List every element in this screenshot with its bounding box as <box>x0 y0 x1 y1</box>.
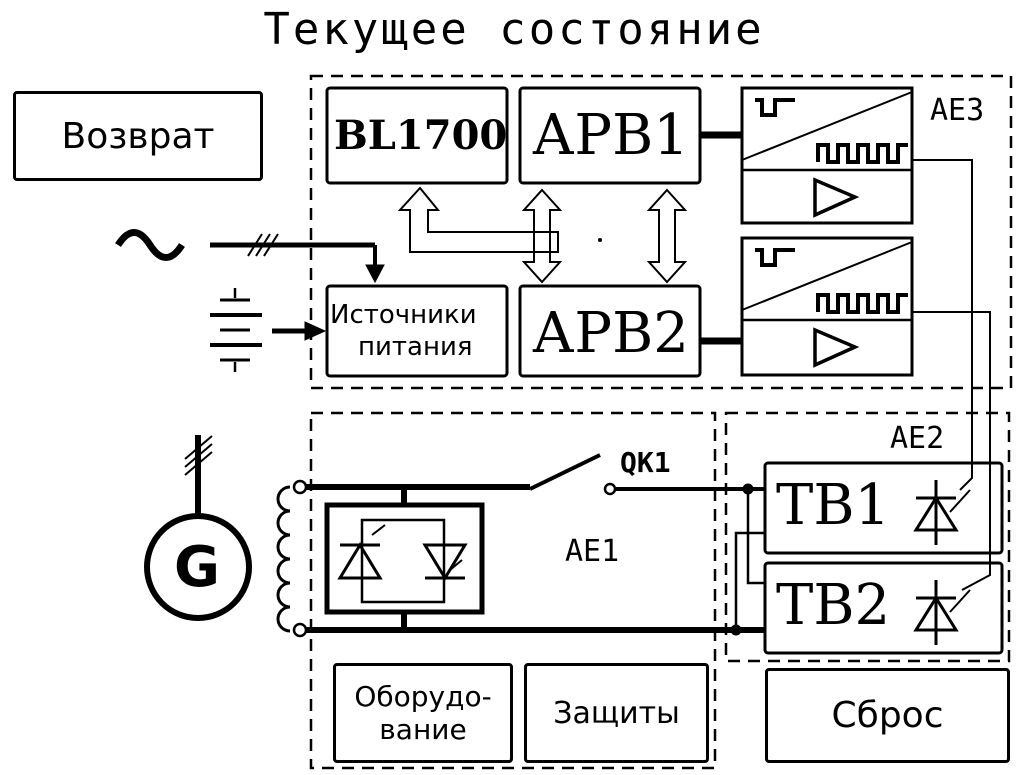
return-button[interactable]: Возврат <box>13 91 263 181</box>
converter-1 <box>740 86 914 225</box>
protections-button[interactable]: Защиты <box>524 663 709 763</box>
equipment-button-label-line2: вание <box>379 713 467 746</box>
power-sources-frame <box>325 284 509 378</box>
generator-label: G <box>174 535 220 600</box>
power-sources-label-line2: питания <box>358 332 473 362</box>
protections-button-label: Защиты <box>553 695 680 731</box>
reset-button-label: Сброс <box>831 695 944 736</box>
tv2-label: ТВ2 <box>776 573 891 638</box>
arv2-frame <box>518 284 702 378</box>
return-button-label: Возврат <box>61 115 215 157</box>
ae3-frame <box>309 74 1013 390</box>
bl1700-frame <box>325 86 509 185</box>
arv2-label: АРВ2 <box>532 301 689 366</box>
reset-button[interactable]: Сброс <box>765 668 1010 763</box>
ae3-label: АЕ3 <box>930 93 985 128</box>
ae2-frame <box>724 411 1011 663</box>
ae2-label: АЕ2 <box>890 421 945 456</box>
bl1700-label: BL1700 <box>334 112 508 159</box>
tv2-frame <box>763 561 1004 655</box>
ae1-frame <box>309 411 717 770</box>
equipment-button[interactable]: Оборудо- вание <box>333 663 513 763</box>
ae1-label: АЕ1 <box>565 534 620 569</box>
arv1-label: АРВ1 <box>532 103 689 168</box>
converter-2 <box>740 236 914 377</box>
tv1-frame <box>763 461 1004 555</box>
qk1-label: QK1 <box>620 446 671 479</box>
page-title: Текущее состояние <box>263 4 765 55</box>
equipment-button-label-line1: Оборудо- <box>354 680 492 713</box>
tv1-label: ТВ1 <box>776 473 891 538</box>
power-sources-label-line1: Источники <box>330 300 477 330</box>
